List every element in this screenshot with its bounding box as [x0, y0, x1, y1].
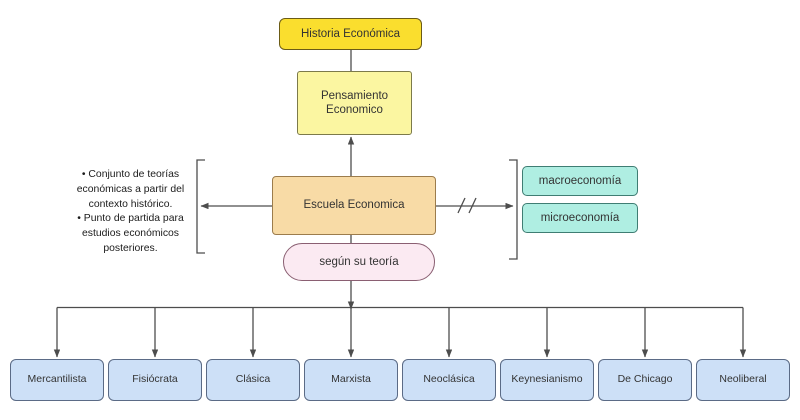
node-school-label: Neoliberal — [719, 373, 767, 386]
node-pensamiento-economico[interactable]: Pensamiento Economico — [297, 71, 412, 135]
definition-bullet-2: • Punto de partida para estudios económi… — [77, 213, 184, 254]
node-school-mercantilista[interactable]: Mercantilista — [10, 359, 104, 401]
node-school-label: Clásica — [235, 373, 271, 386]
node-school-label: Marxista — [331, 373, 371, 386]
node-pensamiento-label: Pensamiento Economico — [321, 89, 388, 118]
break-slash-2 — [468, 197, 477, 214]
node-school-label: Neoclásica — [423, 373, 475, 386]
node-school-keynesianismo[interactable]: Keynesianismo — [500, 359, 594, 401]
bracket-right — [509, 159, 518, 260]
node-school-label: Mercantilista — [27, 373, 87, 386]
node-school-neoliberal[interactable]: Neoliberal — [696, 359, 790, 401]
break-slash-1 — [457, 197, 466, 214]
node-pensamiento-line2: Economico — [326, 104, 383, 116]
node-pensamiento-line1: Pensamiento — [320, 89, 389, 102]
node-macroeconomia-label: macroeconomía — [538, 174, 622, 187]
node-segun-su-teoria[interactable]: según su teoría — [283, 243, 435, 281]
node-escuela-label: Escuela Economica — [303, 199, 405, 212]
node-historia-label: Historia Económica — [300, 27, 401, 40]
node-historia-economica[interactable]: Historia Económica — [279, 18, 422, 50]
node-school-label: Fisiócrata — [132, 373, 178, 386]
node-macroeconomia[interactable]: macroeconomía — [522, 166, 638, 196]
node-school-neoclasica[interactable]: Neoclásica — [402, 359, 496, 401]
bracket-left — [196, 159, 205, 254]
definition-bullet-1: • Conjunto de teorías económicas a parti… — [76, 169, 185, 210]
node-school-label: De Chicago — [617, 373, 673, 386]
node-school-clasica[interactable]: Clásica — [206, 359, 300, 401]
definition-text-block: • Conjunto de teorías económicas a parti… — [64, 168, 197, 257]
node-school-de-chicago[interactable]: De Chicago — [598, 359, 692, 401]
node-teoria-label: según su teoría — [319, 255, 399, 268]
node-school-marxista[interactable]: Marxista — [304, 359, 398, 401]
node-school-label: Keynesianismo — [511, 373, 583, 386]
node-microeconomia-label: microeconomía — [540, 211, 620, 224]
node-escuela-economica[interactable]: Escuela Economica — [272, 176, 436, 235]
node-school-fisiocrata[interactable]: Fisiócrata — [108, 359, 202, 401]
node-microeconomia[interactable]: microeconomía — [522, 203, 638, 233]
